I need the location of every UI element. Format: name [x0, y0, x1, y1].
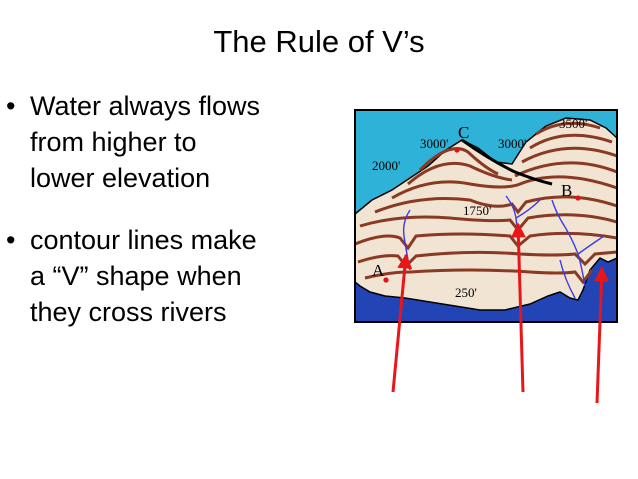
- ridge-line: [461, 138, 553, 186]
- point-marker: [454, 147, 460, 153]
- bullet-line: they cross rivers: [30, 297, 227, 327]
- arrow: [594, 266, 609, 404]
- river: [515, 199, 541, 219]
- bullet-line: from higher to: [30, 127, 197, 157]
- point-label-b: B: [561, 181, 572, 200]
- contour-line: [529, 133, 613, 150]
- elevation-label: 3500': [559, 116, 587, 131]
- bullet-line: Water always flows: [30, 91, 261, 121]
- contour-line: [357, 250, 617, 269]
- bullet-text: Water always flows from higher to lower …: [30, 88, 330, 196]
- bullet-marker: •: [6, 91, 16, 121]
- elevation-label: 1750': [463, 203, 491, 218]
- point-label-a: A: [372, 261, 385, 280]
- arrow: [510, 222, 526, 393]
- contour-line: [359, 213, 617, 233]
- bullet-marker: •: [6, 225, 16, 255]
- slide-title: The Rule of V’s: [213, 24, 425, 59]
- point-marker: [575, 195, 581, 201]
- contour-line: [407, 161, 513, 186]
- bullet-line: contour lines make: [30, 225, 257, 255]
- elevation-label: 2000': [372, 158, 400, 173]
- point-label-c: C: [458, 123, 469, 142]
- elevation-label: 250': [455, 285, 477, 300]
- point-marker: [383, 277, 389, 283]
- rivers: [402, 195, 605, 299]
- contour-line: [374, 195, 617, 215]
- arrows: [391, 222, 609, 404]
- bullet-line: a “V” shape when: [30, 261, 242, 291]
- contour-line: [364, 268, 594, 285]
- arrow: [391, 253, 413, 393]
- map-image: 3000' 3500' 3000' 2000' 1750' 250' C B A: [355, 110, 617, 322]
- bullet-text: contour lines make a “V” shape when they…: [30, 222, 330, 330]
- bullet-line: lower elevation: [30, 163, 211, 193]
- contour-line: [418, 147, 499, 176]
- land-mass: [355, 117, 617, 311]
- river: [559, 259, 576, 299]
- map-frame: [354, 109, 618, 323]
- river: [577, 235, 605, 255]
- river: [551, 199, 586, 287]
- elevation-label: 3000': [498, 136, 526, 151]
- contour-lines: [355, 121, 617, 285]
- contour-line: [391, 175, 617, 200]
- contour-line: [514, 161, 617, 178]
- elevation-label: 3000': [420, 136, 448, 151]
- contour-line: [521, 146, 617, 164]
- contour-line: [535, 121, 601, 136]
